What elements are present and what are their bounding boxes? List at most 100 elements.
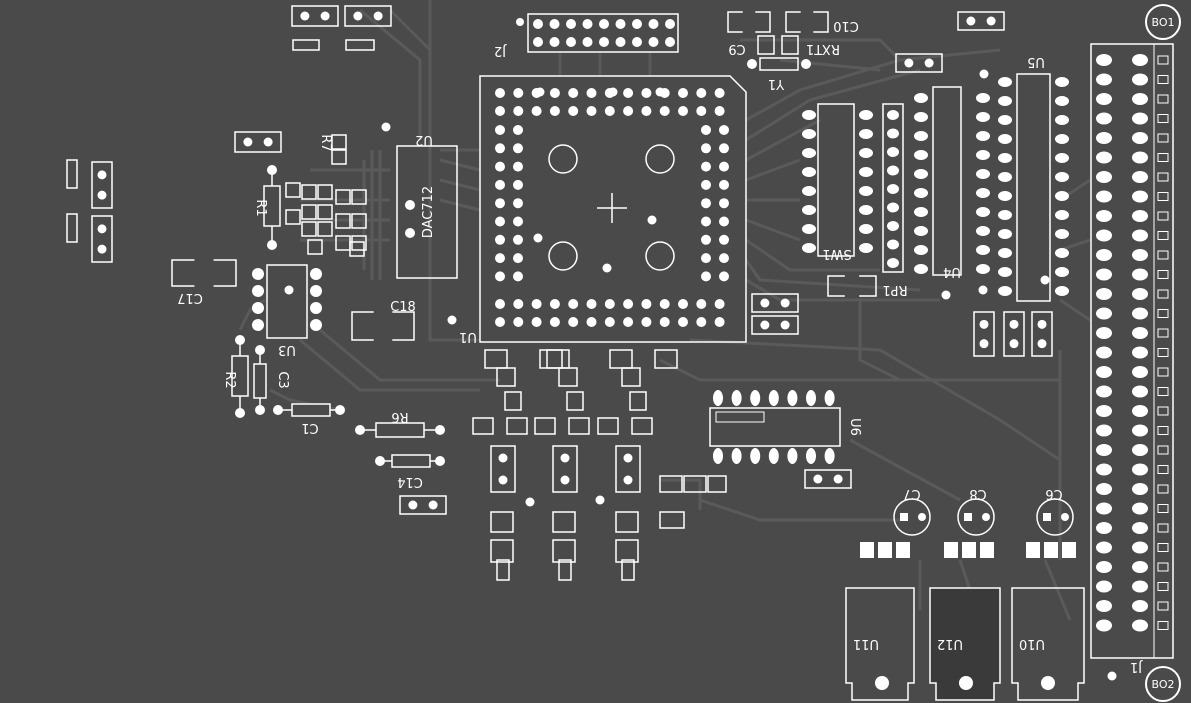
j1-pad: [1132, 268, 1148, 281]
u11-regulator[interactable]: [845, 587, 915, 701]
j1-pad: [1096, 249, 1112, 261]
regulator-pin: [1062, 542, 1076, 558]
u12-regulator[interactable]: [929, 587, 1001, 701]
plcc-pad: [586, 317, 597, 327]
u5-outline[interactable]: [709, 407, 841, 447]
jumper-left-pad: [243, 137, 253, 147]
smd-pad: [317, 184, 333, 200]
j2-pad: [533, 19, 543, 29]
plcc-pad: [513, 253, 523, 264]
smd-pad: [558, 559, 572, 581]
u4-pad: [976, 131, 990, 141]
u3-outline[interactable]: [266, 264, 308, 339]
j1-pad: [1132, 229, 1148, 242]
u4-pad: [976, 264, 990, 274]
plcc-pad: [531, 299, 542, 309]
silk-mark: [66, 213, 78, 243]
j1-pad: [1096, 385, 1112, 398]
u5-pad: [768, 390, 779, 406]
jumper-top-right-pad: [966, 16, 976, 26]
label-r2: R2: [222, 371, 237, 388]
sw1-pad: [859, 224, 873, 234]
plcc-pad: [701, 161, 711, 172]
jumper-far-left-2: [91, 215, 113, 263]
smd-pad: [597, 417, 619, 435]
j1-pad: [1132, 385, 1148, 398]
j1-pad: [1096, 93, 1112, 105]
via: [1107, 671, 1117, 681]
u5-pad: [824, 390, 835, 406]
plcc-pad: [549, 106, 560, 116]
rp1-pad: [887, 239, 899, 250]
sw1-pad: [859, 167, 873, 177]
plcc-pad: [719, 198, 729, 209]
c14-capacitor-body: [391, 454, 431, 468]
u6-pad: [1055, 248, 1069, 258]
j1-header[interactable]: [1090, 43, 1174, 659]
u2-dac712-outline[interactable]: [396, 145, 458, 279]
trace: [660, 478, 702, 510]
plcc-pad: [714, 299, 725, 309]
regulator-pin: [980, 542, 994, 558]
u6-pad: [998, 191, 1012, 201]
label-c7: C7: [903, 486, 920, 501]
c8-capacitor[interactable]: [957, 498, 995, 536]
plcc-pad: [696, 299, 707, 309]
regulator-pin: [1044, 542, 1058, 558]
plcc-pad: [678, 106, 688, 116]
u4-outline[interactable]: [932, 86, 962, 276]
jumper-left: [234, 131, 282, 153]
u6-pad: [998, 153, 1012, 163]
smd-pad: [301, 204, 317, 220]
via: [1040, 275, 1050, 285]
jumper-bottom-pad: [428, 500, 438, 510]
j2-pad: [648, 19, 659, 29]
u3-pad: [252, 285, 264, 297]
smd-pad: [609, 349, 633, 369]
jumper-top-1-pad: [300, 11, 310, 21]
c6-capacitor[interactable]: [1036, 498, 1074, 536]
u1-plcc-package[interactable]: [479, 75, 747, 343]
c9-footprint: [755, 11, 771, 33]
plcc-pad: [641, 88, 652, 98]
u4-pad: [976, 150, 990, 160]
u4-pad: [914, 226, 928, 236]
j1-pad: [1096, 112, 1112, 125]
plcc-pad: [495, 106, 505, 116]
plcc-pad: [513, 271, 523, 282]
u6-outline[interactable]: [1016, 73, 1051, 302]
plcc-pad: [549, 299, 560, 309]
jumper-j1-1: [973, 311, 995, 357]
plcc-pad: [513, 106, 524, 116]
j1-pad: [1132, 93, 1148, 105]
j1-pad: [1096, 171, 1112, 183]
label-u4: U4: [943, 264, 961, 279]
j1-pad: [1096, 483, 1112, 495]
plcc-pad: [513, 88, 524, 98]
j2-header[interactable]: [527, 13, 679, 53]
j1-pad: [1096, 522, 1112, 534]
c7-capacitor[interactable]: [893, 498, 931, 536]
via: [941, 290, 951, 300]
plcc-pad: [701, 271, 711, 282]
label-u12: U12: [937, 636, 963, 651]
sw1-pad: [802, 167, 816, 177]
smd-pad: [490, 511, 514, 533]
sw1-outline[interactable]: [817, 103, 855, 257]
smd-pad: [539, 349, 563, 369]
j1-pin-mark: [1157, 504, 1169, 513]
u10-regulator[interactable]: [1011, 587, 1085, 701]
label-c9: C9: [728, 41, 745, 56]
jumper-far-left-1-pad: [97, 190, 107, 200]
j1-pin-mark: [1157, 348, 1169, 357]
rp1-cap-footprint: [859, 275, 877, 297]
copper-traces: [238, 0, 1091, 621]
plcc-pad: [495, 271, 505, 282]
plcc-pad: [714, 106, 725, 116]
trace: [740, 38, 902, 62]
j1-pin-mark: [1157, 465, 1169, 474]
j2-pad: [533, 37, 543, 47]
u3-pad: [310, 285, 322, 297]
rp1-outline[interactable]: [882, 103, 904, 273]
label-c18: C18: [390, 300, 416, 315]
